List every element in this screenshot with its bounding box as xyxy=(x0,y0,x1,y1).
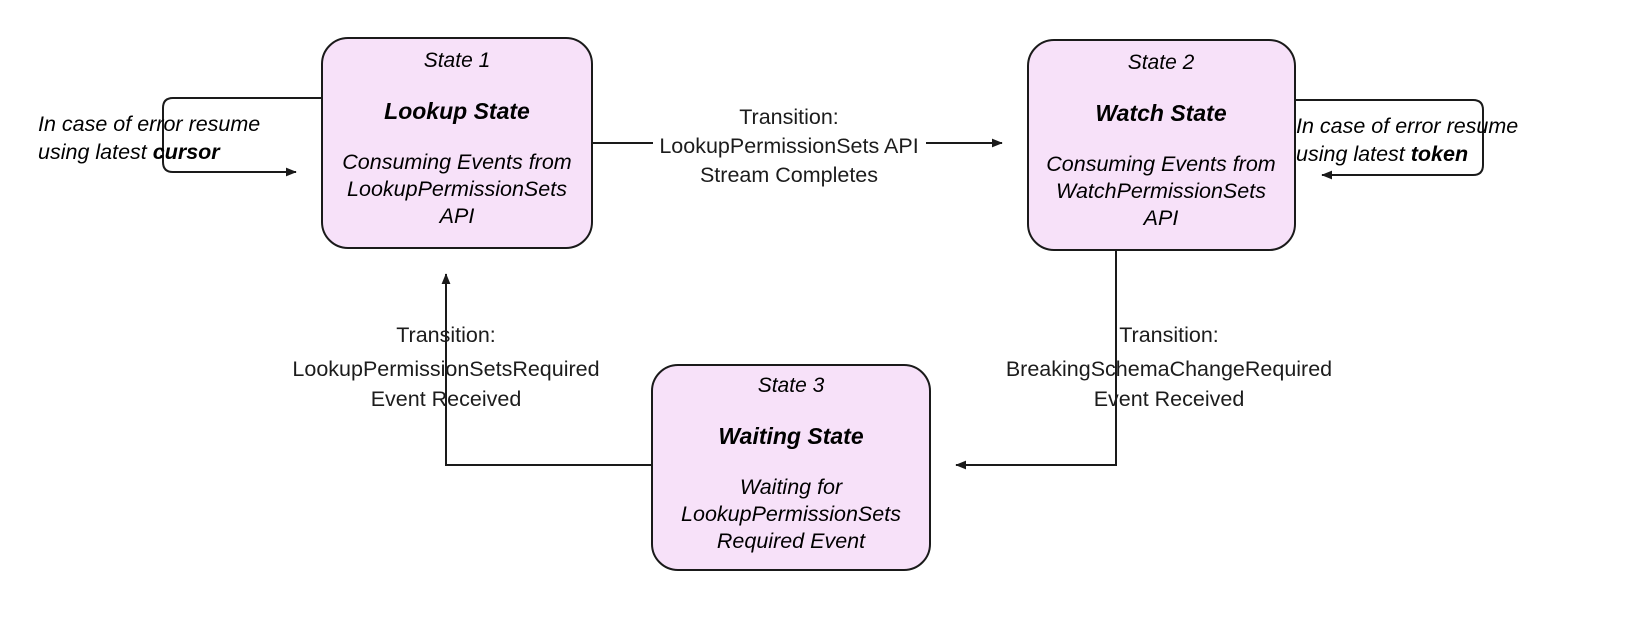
state-2-name: Watch State xyxy=(1095,100,1226,126)
state-2-desc-line-3: API xyxy=(1142,206,1179,230)
edge-lookup-self-loop xyxy=(162,97,322,177)
state-1-desc-line-3: API xyxy=(438,204,475,228)
edge-label-lookup-to-watch: Transition: LookupPermissionSets API Str… xyxy=(659,105,918,187)
state-3-desc-line-3: Required Event xyxy=(717,529,866,553)
note-cursor-line-2: using latest cursor xyxy=(38,140,221,164)
edge-label-lookup-to-watch-line-3: Stream Completes xyxy=(700,163,878,187)
note-cursor-keyword: cursor xyxy=(153,140,222,164)
state-1-desc-line-2: LookupPermissionSets xyxy=(347,177,567,201)
note-token: In case of error resume using latest tok… xyxy=(1296,114,1518,166)
state-3-name: Waiting State xyxy=(718,423,863,449)
state-node-watch[interactable]: State 2 Watch State Consuming Events fro… xyxy=(1027,39,1296,251)
state-3-desc-line-1: Waiting for xyxy=(740,475,843,499)
state-1-box[interactable] xyxy=(321,37,593,249)
edge-label-watch-to-waiting-line-2: BreakingSchemaChangeRequired xyxy=(1006,357,1332,381)
edge-watch-self-loop xyxy=(1295,99,1484,180)
edge-label-watch-to-waiting-line-3: Event Received xyxy=(1094,387,1245,411)
edge-label-lookup-to-watch-line-2: LookupPermissionSets API xyxy=(659,134,918,158)
note-cursor-line-2-prefix: using latest xyxy=(38,140,153,164)
state-2-desc-line-1: Consuming Events from xyxy=(1046,152,1275,176)
edge-waiting-to-lookup xyxy=(441,273,652,466)
edge-label-watch-to-waiting: Transition: BreakingSchemaChangeRequired… xyxy=(1006,323,1332,411)
state-3-id-label: State 3 xyxy=(758,374,825,397)
state-2-id-label: State 2 xyxy=(1128,51,1195,74)
edge-label-watch-to-waiting-line-1: Transition: xyxy=(1119,323,1219,347)
state-3-desc-line-2: LookupPermissionSets xyxy=(681,502,901,526)
note-token-keyword: token xyxy=(1411,142,1468,166)
edge-label-waiting-to-lookup-line-3: Event Received xyxy=(371,387,522,411)
edge-label-waiting-to-lookup-line-1: Transition: xyxy=(396,323,496,347)
note-cursor: In case of error resume using latest cur… xyxy=(38,112,260,164)
note-token-line-2-prefix: using latest xyxy=(1296,142,1411,166)
state-node-waiting[interactable]: State 3 Waiting State Waiting for Lookup… xyxy=(651,364,931,571)
state-node-lookup[interactable]: State 1 Lookup State Consuming Events fr… xyxy=(321,37,593,249)
edge-watch-to-waiting xyxy=(955,250,1117,470)
state-1-id-label: State 1 xyxy=(424,49,491,72)
state-1-desc-line-1: Consuming Events from xyxy=(342,150,571,174)
note-token-line-2: using latest token xyxy=(1296,142,1468,166)
state-2-desc-line-2: WatchPermissionSets xyxy=(1056,179,1266,203)
edge-label-lookup-to-watch-line-1: Transition: xyxy=(739,105,839,129)
note-token-line-1: In case of error resume xyxy=(1296,114,1518,138)
state-3-box[interactable] xyxy=(651,364,931,571)
edge-label-waiting-to-lookup-line-2: LookupPermissionSetsRequired xyxy=(292,357,599,381)
edge-label-waiting-to-lookup: Transition: LookupPermissionSetsRequired… xyxy=(292,323,599,411)
state-1-name: Lookup State xyxy=(384,98,530,124)
note-cursor-line-1: In case of error resume xyxy=(38,112,260,136)
state-2-box[interactable] xyxy=(1027,39,1296,251)
